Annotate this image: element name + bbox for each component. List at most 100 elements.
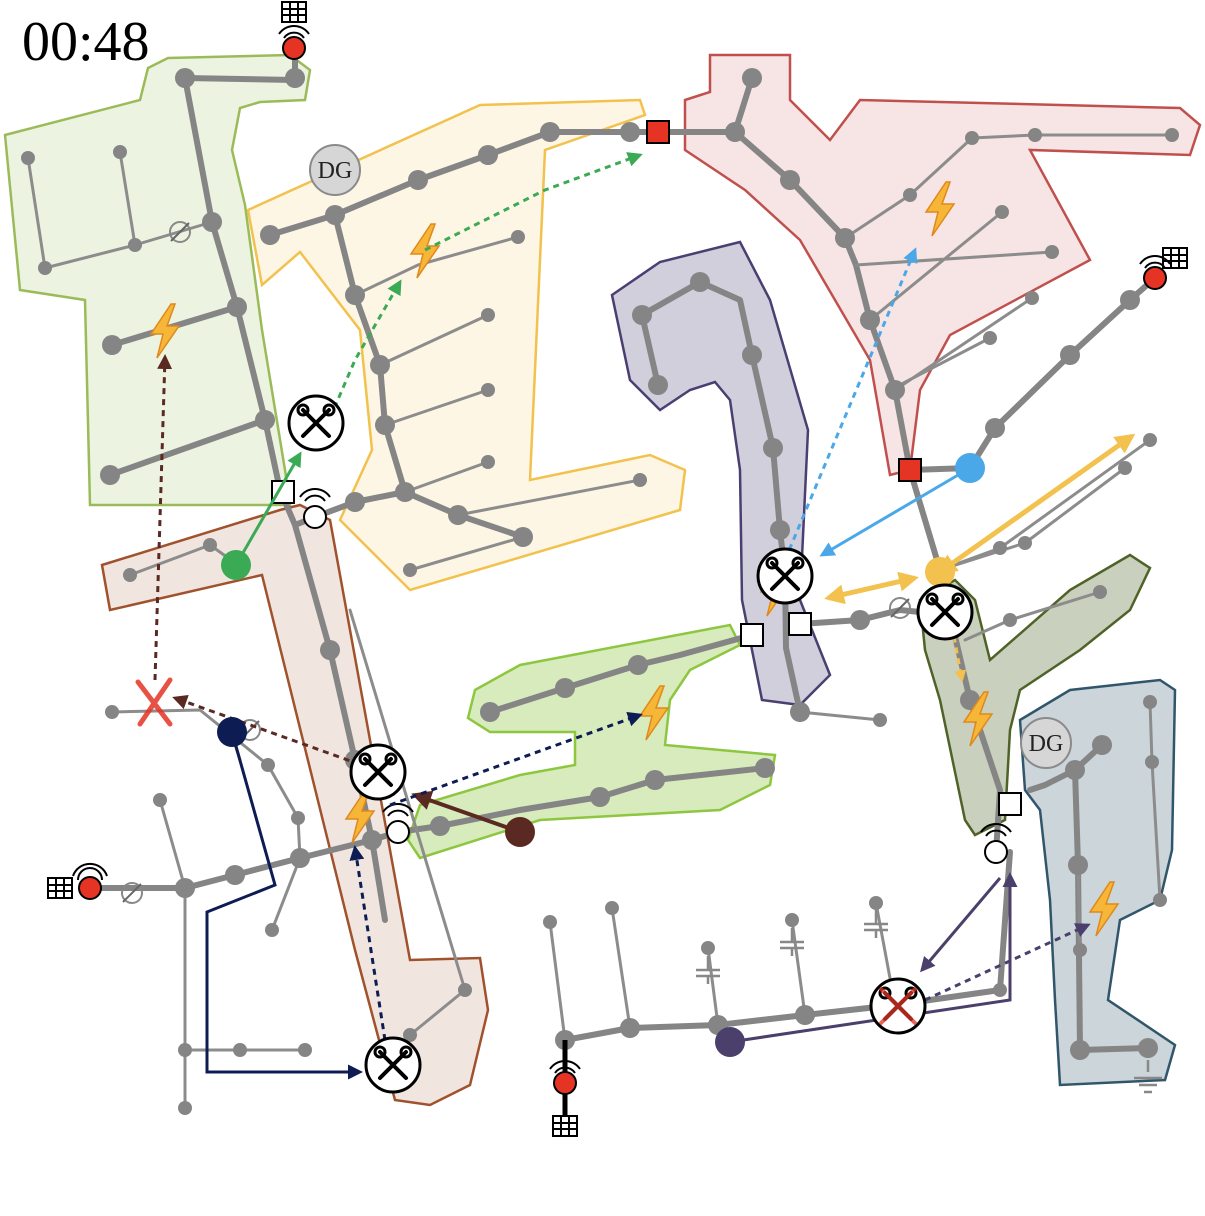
damaged-x-icon[interactable] — [135, 677, 173, 727]
crew-routes-layer — [153, 152, 1136, 1080]
bus-node — [590, 787, 610, 807]
substation-grid-icon — [281, 1, 307, 23]
load-node — [178, 1101, 192, 1115]
switch-closed-square-icon[interactable] — [998, 792, 1022, 816]
bus-node — [290, 848, 310, 868]
capacitor-icon — [778, 926, 806, 958]
bus-node — [408, 170, 428, 190]
bus-node — [770, 520, 790, 540]
bus-node — [555, 678, 575, 698]
load-node — [873, 713, 887, 727]
feeder-purple — [639, 279, 803, 715]
bus-node — [100, 465, 120, 485]
load-node — [1118, 461, 1132, 475]
breaker-open-circle-icon[interactable] — [303, 505, 327, 529]
switch-open-square-icon[interactable] — [646, 120, 670, 144]
load-node — [511, 230, 525, 244]
bus-node — [175, 68, 195, 88]
switch-closed-square-icon[interactable] — [788, 612, 812, 636]
load-node — [543, 915, 557, 929]
dg-east[interactable]: DG — [1020, 717, 1072, 769]
load-node — [265, 923, 279, 937]
load-node — [261, 758, 275, 772]
repair-crew-icon[interactable] — [287, 394, 345, 452]
repair-crew-icon[interactable] — [916, 583, 974, 641]
dg-north[interactable]: DG — [309, 144, 361, 196]
bus-node — [362, 830, 382, 850]
bus-node — [763, 438, 783, 458]
bus-node — [850, 610, 870, 630]
load-node — [993, 983, 1007, 997]
zone-brown-west — [100, 503, 490, 1107]
repair-crew-icon[interactable] — [364, 1036, 422, 1094]
crew-brown-marker[interactable] — [505, 817, 535, 847]
load-node — [903, 188, 917, 202]
bus-node — [1065, 760, 1085, 780]
load-node — [178, 1043, 192, 1057]
breaker-open-circle-icon[interactable] — [386, 820, 410, 844]
load-node — [403, 1028, 417, 1042]
repair-crew-icon[interactable] — [349, 743, 407, 801]
load-node — [965, 131, 979, 145]
bus-node — [632, 305, 652, 325]
bus-node — [620, 1018, 640, 1038]
breaker-open-circle-icon[interactable] — [984, 840, 1008, 864]
load-node — [1003, 613, 1017, 627]
bus-node — [645, 770, 665, 790]
substation-north[interactable] — [278, 1, 310, 60]
bus-node — [795, 1005, 815, 1025]
bus-node — [1068, 855, 1088, 875]
bus-node — [540, 122, 560, 142]
crew-navy-marker[interactable] — [217, 717, 247, 747]
substation-grid-icon — [1162, 247, 1188, 269]
crew-green-marker[interactable] — [221, 550, 251, 580]
bus-node — [628, 655, 648, 675]
bus-node — [370, 355, 390, 375]
switch-open-square-icon[interactable] — [898, 458, 922, 482]
switch-closed-square-icon[interactable] — [740, 623, 764, 647]
bus-node — [835, 228, 855, 248]
repair-crew-icon[interactable] — [756, 547, 814, 605]
bus-node — [1120, 290, 1140, 310]
repair-crew-damaged[interactable] — [869, 977, 927, 1035]
load-node — [113, 145, 127, 159]
zone-olive-east — [918, 553, 1152, 837]
feeder-se-blue — [1027, 742, 1151, 1053]
substation-west[interactable] — [47, 862, 108, 900]
repair-crews-layer — [287, 394, 974, 1094]
substation-south[interactable] — [549, 1040, 581, 1137]
bus-node — [227, 297, 247, 317]
load-node — [233, 1043, 247, 1057]
bus-node — [202, 212, 222, 232]
crew-yellow-marker[interactable] — [925, 557, 955, 587]
bus-node — [1060, 345, 1080, 365]
capacitor-icon — [862, 908, 890, 940]
load-node — [481, 308, 495, 322]
load-node — [869, 896, 883, 910]
bus-node — [345, 285, 365, 305]
bus-node — [102, 335, 122, 355]
bus-node — [448, 505, 468, 525]
load-node — [1145, 755, 1159, 769]
bus-node — [780, 170, 800, 190]
bus-node — [325, 205, 345, 225]
bus-node — [690, 272, 710, 292]
bus-node — [985, 418, 1005, 438]
bus-node — [285, 68, 305, 88]
crew-violet-marker[interactable] — [715, 1027, 745, 1057]
distributed-generator-icon — [1020, 717, 1072, 769]
bus-node — [513, 527, 533, 547]
load-node — [403, 563, 417, 577]
bus-node — [480, 702, 500, 722]
load-node — [203, 538, 217, 552]
bus-node — [742, 68, 762, 88]
load-node — [298, 1043, 312, 1057]
bus-node — [648, 375, 668, 395]
bus-node — [755, 758, 775, 778]
substation-northeast[interactable] — [1139, 247, 1188, 290]
crew-blue-marker[interactable] — [955, 453, 985, 483]
equipment-layer — [121, 221, 1162, 1094]
load-node — [1153, 893, 1167, 907]
